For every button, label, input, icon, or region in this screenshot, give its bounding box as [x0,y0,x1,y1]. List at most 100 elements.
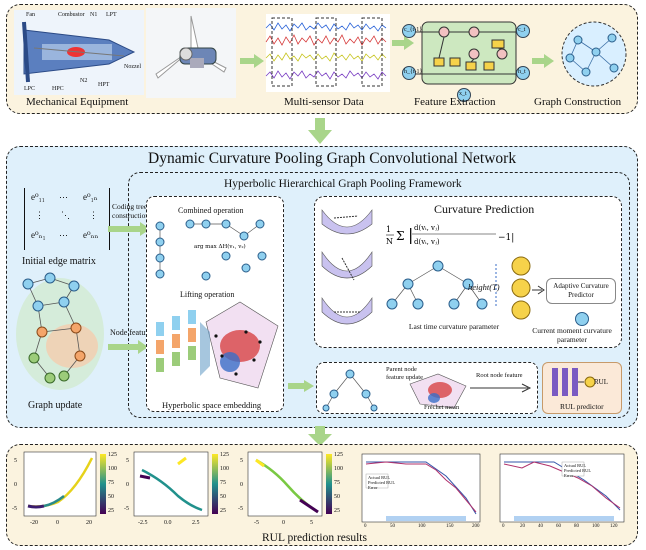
lineplot1-xtick-1: 50 [390,524,395,529]
lstm-node-cprev [402,24,416,38]
scatter1-xtick-2: 20 [86,520,92,526]
engine-label-n2: N2 [80,78,88,84]
scatter-plot-1 [23,451,106,517]
framework-title: Hyperbolic Hierarchical Graph Pooling Fr… [224,178,462,190]
engine-label-lpc: LPC [24,86,36,92]
scatter3-cbar-1: 100 [334,466,343,472]
lstm-cprev-label: c_{t-1} [404,27,423,33]
scatter1-cbar-0: 125 [108,452,117,458]
lineplot2-xtick-6: 120 [610,524,618,529]
scatter3-ytick-0: 5 [240,458,243,464]
edge-matrix: e⁰₁₁ ⋯ e⁰₁ₙ ⋮ ⋱ ⋮ e⁰ₙ₁ ⋯ e⁰ₙₙ [24,188,110,250]
wind-turbine-illustration [146,8,236,98]
scatter3-xtick-2: 5 [310,520,313,526]
curvature-surface-bottom [321,296,373,325]
scatter2-cbar-1: 100 [220,466,229,472]
initial-edge-matrix-label: Initial edge matrix [22,256,96,267]
lifting-operation-label: Lifting operation [180,290,235,299]
scatter3-cbar-4: 25 [334,508,340,514]
lstm-node-ct [516,24,530,38]
lineplot1-xtick-3: 150 [446,524,454,529]
scatter2-ytick-1: 0 [126,482,129,488]
curvature-yellow-nodes [511,256,531,320]
scatter1-cbar-4: 25 [108,508,114,514]
lineplot2-xtick-0: 0 [502,524,505,529]
arrow-node-feature [108,340,148,354]
svg-text:N: N [386,237,393,246]
scatter1-xtick-1: 0 [56,520,59,526]
scatter1-xtick-0: -20 [30,520,38,526]
hyperbolic-embedding-diagram [156,301,279,389]
scatter1-ytick-1: 0 [14,482,17,488]
scatter2-cbar-0: 125 [220,452,229,458]
turbofan-engine-illustration [14,10,144,95]
last-curvature-label: Last time curvature parameter [408,322,500,331]
network-title: Dynamic Curvature Pooling Graph Convolut… [148,150,517,167]
scatter2-xtick-1: 0.0 [164,520,172,526]
graph-construction-diagram [561,21,627,87]
multi-sensor-signal-plot [265,14,390,92]
node-feature-label: Node feature [110,328,152,337]
lineplot2-xtick-3: 60 [556,524,561,529]
scatter2-cbar-4: 25 [220,508,226,514]
scatter2-xtick-0: -2.5 [138,520,148,526]
scatter2-cbar-2: 75 [220,480,226,486]
scatter1-cbar-2: 75 [108,480,114,486]
matrix-vdots-right: ⋮ [89,210,98,220]
graph-update-diagram [16,272,104,390]
frechet-mean-surface [409,373,467,409]
scatter2-cbar-3: 50 [220,494,226,500]
mechanical-equipment-label: Mechanical Equipment [26,96,129,108]
svg-text:d(vᵢ, vⱼ): d(vᵢ, vⱼ) [414,238,440,246]
engine-label-nozzle: Nozzel [124,64,141,70]
lineplot1-xtick-4: 200 [472,524,480,529]
scatter1-ytick-2: -5 [12,506,17,512]
engine-label-hpt: HPT [98,82,110,88]
scatter1-ytick-0: 5 [14,458,17,464]
lineplot2-xtick-1: 20 [520,524,525,529]
lineplot2-legend-actual: Actual RUL [564,463,587,468]
scatter3-ytick-1: 0 [240,482,243,488]
lineplot1-xtick-0: 0 [364,524,367,529]
rul-predictor-label: RUL predictor [560,402,604,411]
scatter3-cbar-0: 125 [334,452,343,458]
current-curvature-label: Current moment curvature parameter [532,326,612,344]
lineplot1-legend-error: Error [368,485,378,490]
lineplot2-xtick-2: 40 [538,524,543,529]
lineplot1-legend-actual: Actual RUL [368,475,391,480]
arrow-middle-to-bottom [308,426,332,446]
lineplot1-xtick-2: 100 [418,524,426,529]
pooling-tree-diagram [322,369,378,412]
scatter1-cbar-3: 50 [108,494,114,500]
graph-update-label: Graph update [28,400,83,411]
graph-construction-label: Graph Construction [534,96,622,108]
engine-label-lpt: LPT [106,12,117,18]
lstm-cell-diagram [414,21,522,85]
curvature-formula: 1 N Σ | d(vᵢ, vⱼ) d(vᵢ, vⱼ) −1| [386,224,514,246]
rul-predictor-network [552,368,596,396]
height-label: height(T) [468,282,500,292]
scatter-plot-2 [133,451,218,517]
scatter3-cbar-3: 50 [334,494,340,500]
arrow-data-to-features [392,36,414,50]
lstm-node-xt [457,88,471,102]
combined-operation-tree: arg max ΔH(v₁, v₂) [155,219,267,281]
frechet-mean-label: Fréchet mean [424,404,460,411]
arrow-embedding-to-pooling [288,380,314,392]
lineplot2-legend-predicted: Predicted RUL [564,468,592,473]
adaptive-curvature-predictor: Adaptive Curvature Predictor [546,278,616,304]
curvature-prediction-title: Curvature Prediction [434,202,535,216]
hyperbolic-embedding-label: Hyperbolic space embedding [162,400,262,410]
svg-text:arg max ΔH(v₁, v₂): arg max ΔH(v₁, v₂) [194,243,246,250]
matrix-en1: e⁰ₙ₁ [31,230,46,240]
engine-label-hpc: HPC [52,86,64,92]
arrow-equipment-to-data [240,54,264,68]
svg-text:Σ: Σ [396,229,404,243]
lineplot2-xtick-5: 100 [592,524,600,529]
lstm-xt-label: x_t [459,91,467,97]
arrow-features-to-graph [532,54,554,68]
svg-text:d(vᵢ, vⱼ): d(vᵢ, vⱼ) [414,224,440,232]
scatter-plot-3 [247,451,332,517]
curvature-surface-top [321,209,373,235]
lstm-hprev-label: h_{t-1} [404,69,423,75]
